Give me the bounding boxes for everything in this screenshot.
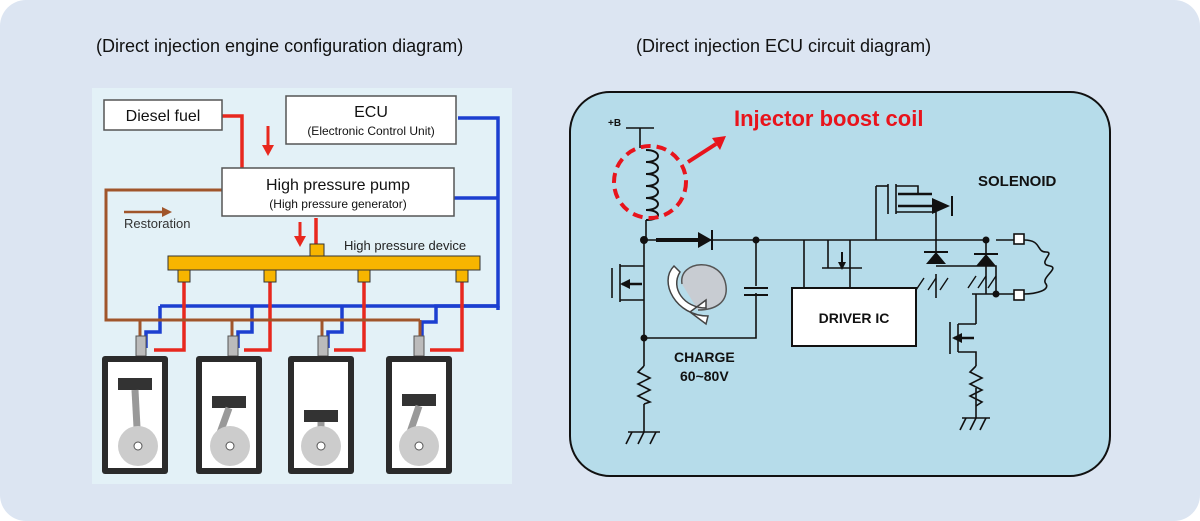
high-pressure-device-label: High pressure device [344,238,466,253]
charge-mosfet-arrow [620,279,642,289]
junction-dots [640,236,1000,342]
high-pressure-pump-box [221,167,455,217]
charge-loop-arrow [667,264,727,326]
boost-diode [656,230,713,250]
ecu-subtitle: (Electronic Control Unit) [307,124,434,138]
driver-ic-box [791,287,917,347]
charge-resistor [636,365,653,405]
engine-configuration-diagram: Restoration Diesel fuel ECU (Electronic … [92,88,512,484]
boost-coil-highlight [612,144,688,220]
flyback-diode-1 [924,251,948,264]
fuel-flow-arrow-top [262,126,274,156]
ecu-title: ECU [354,104,388,121]
ecu-circuit-diagram: DRIVER IC +B Injec [569,91,1111,477]
ground-solenoid [915,275,997,291]
common-rail [167,255,481,271]
ground-right [959,417,987,431]
fuel-flow-arrow-rail [294,222,306,247]
ecu-box [285,95,457,145]
restoration-label: Restoration [124,216,190,231]
diesel-fuel-label: Diesel fuel [126,108,201,125]
left-caption: (Direct injection engine configuration d… [96,36,464,56]
high-side-mosfet-arrow [898,192,953,216]
voltage-label: 60~80V [680,368,729,384]
rail-sensor [309,243,325,257]
right-caption: (Direct injection ECU circuit diagram) [636,36,932,56]
low-side-mosfet-arrow [952,333,974,343]
boost-coil-label: Injector boost coil [734,106,923,131]
cylinder-4 [386,335,452,474]
solenoid-terminals [1013,233,1025,301]
charge-label: CHARGE [674,349,735,365]
solenoid-label: SOLENOID [978,173,1057,190]
cylinder-3 [288,335,354,474]
driver-sense-transistor [838,252,846,270]
ground-left [625,431,657,445]
capacitor [744,287,768,296]
cylinder-2 [196,335,262,474]
pump-subtitle: (High pressure generator) [269,197,406,211]
diesel-fuel-box [103,99,223,131]
flyback-diode-2 [974,253,998,294]
rail-ports [177,269,469,283]
circuit-panel [569,91,1111,477]
cylinder-1 [102,335,168,474]
sense-resistor [968,365,984,407]
restoration-arrow [124,207,172,217]
driver-ic-label: DRIVER IC [819,310,890,326]
pump-title: High pressure pump [266,177,410,194]
solenoid-coil [1023,239,1054,295]
boost-coil [645,149,659,221]
plus-b-label: +B [608,118,621,129]
highlight-arrow [686,136,726,164]
